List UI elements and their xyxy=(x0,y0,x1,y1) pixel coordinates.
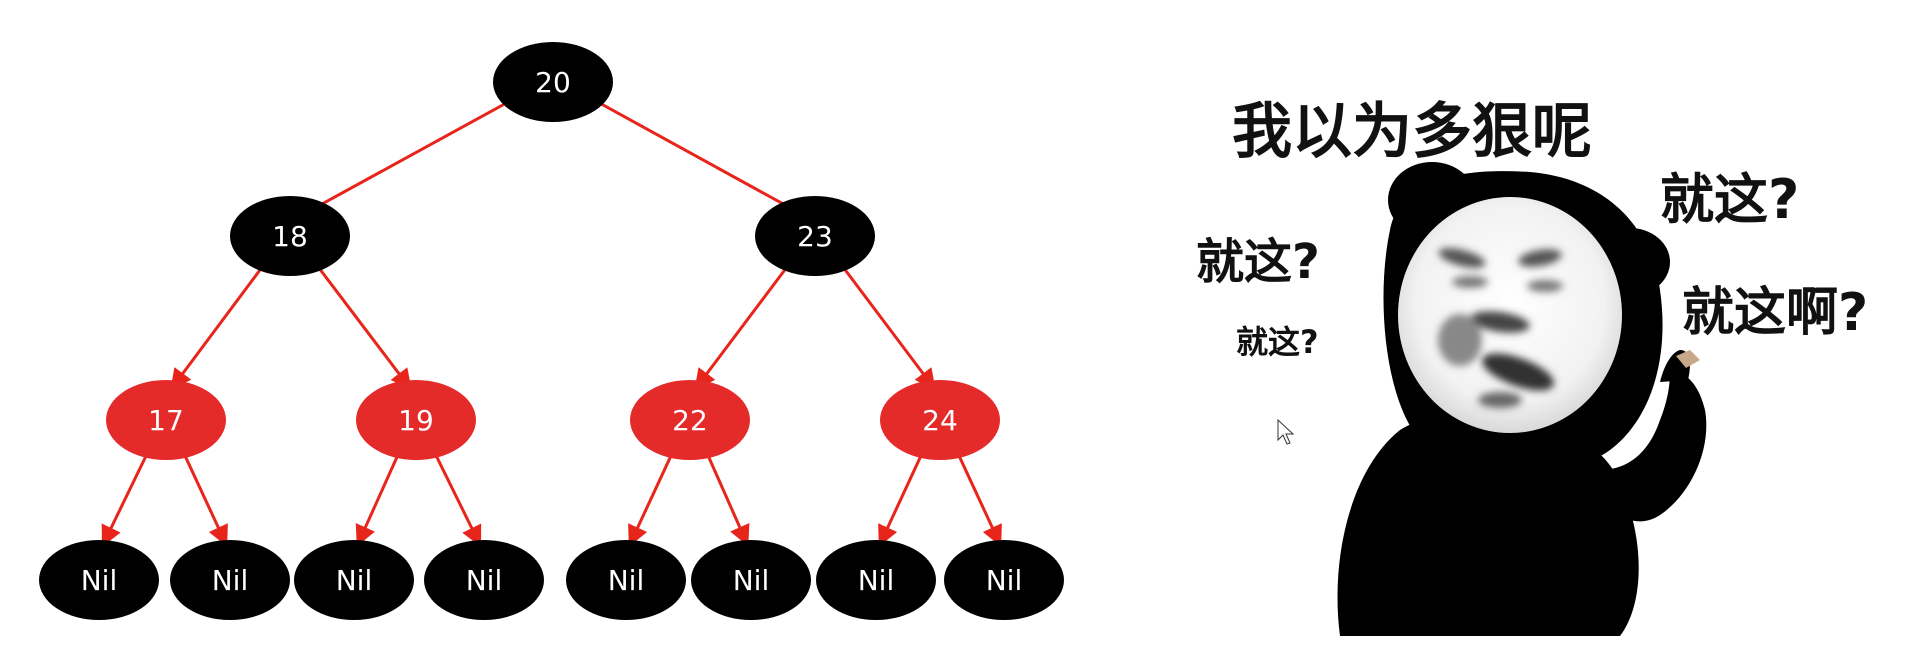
node-24-shape xyxy=(880,380,1000,460)
edge-24-nil-left xyxy=(878,450,925,547)
meme-title: 我以为多狠呢 xyxy=(1232,97,1592,167)
node-24: 24 xyxy=(880,380,1000,460)
node-nil-3: Nil xyxy=(294,540,414,620)
node-17-label: 17 xyxy=(148,404,184,437)
edge-22-nil-right xyxy=(705,451,750,547)
edge-19-nil-right xyxy=(432,450,482,547)
node-nil-6-label: Nil xyxy=(733,564,770,597)
node-18-shape xyxy=(230,196,350,276)
edge-19-nil-left xyxy=(355,451,401,547)
node-22-label: 22 xyxy=(672,404,708,437)
node-nil-8-shape xyxy=(944,540,1064,620)
node-nil-6-shape xyxy=(691,540,811,620)
node-nil-7-shape xyxy=(816,540,936,620)
node-20-label: 20 xyxy=(535,66,571,99)
edge-24-nil-right xyxy=(955,450,1002,547)
node-18-label: 18 xyxy=(272,220,308,253)
node-nil-7-label: Nil xyxy=(858,564,895,597)
meme-phrase-right: 就这啊? xyxy=(1682,283,1868,343)
node-nil-4-shape xyxy=(424,540,544,620)
node-19-label: 19 xyxy=(398,404,434,437)
node-18: 18 xyxy=(230,196,350,276)
edge-23-24 xyxy=(839,263,936,391)
node-nil-3-shape xyxy=(294,540,414,620)
edge-23-22 xyxy=(694,263,791,391)
node-nil-6: Nil xyxy=(691,540,811,620)
tree-edges xyxy=(101,97,1002,547)
node-nil-8: Nil xyxy=(944,540,1064,620)
edge-22-nil-left xyxy=(628,450,675,547)
meme-phrase-left: 就这? xyxy=(1196,234,1320,290)
node-nil-4-label: Nil xyxy=(466,564,503,597)
node-nil-7: Nil xyxy=(816,540,936,620)
node-17-shape xyxy=(106,380,226,460)
node-24-label: 24 xyxy=(922,404,958,437)
edge-20-18 xyxy=(296,97,515,219)
edge-17-nil-left xyxy=(101,450,150,547)
edge-17-nil-right xyxy=(181,450,228,547)
node-nil-2-shape xyxy=(170,540,290,620)
node-nil-3-label: Nil xyxy=(336,564,373,597)
edge-18-19 xyxy=(314,263,412,391)
node-nil-4: Nil xyxy=(424,540,544,620)
node-23-shape xyxy=(755,196,875,276)
node-20-shape xyxy=(493,42,613,122)
mouse-cursor-icon xyxy=(1277,418,1295,445)
meme-phrase-top-right: 就这? xyxy=(1660,168,1799,231)
panda-meme: 我以为多狠呢 就这? 就这? 就这? 就这啊? xyxy=(1196,97,1868,636)
node-nil-1: Nil xyxy=(39,540,159,620)
node-nil-8-label: Nil xyxy=(986,564,1023,597)
node-19-shape xyxy=(356,380,476,460)
node-17: 17 xyxy=(106,380,226,460)
node-22-shape xyxy=(630,380,750,460)
face-features xyxy=(1438,248,1563,408)
node-19: 19 xyxy=(356,380,476,460)
node-nil-5-shape xyxy=(566,540,686,620)
meme-phrase-left-small: 就这? xyxy=(1236,323,1319,361)
node-nil-2-label: Nil xyxy=(212,564,249,597)
edge-18-17 xyxy=(170,263,266,391)
node-23-label: 23 xyxy=(797,220,833,253)
node-nil-1-label: Nil xyxy=(81,564,118,597)
node-23: 23 xyxy=(755,196,875,276)
node-22: 22 xyxy=(630,380,750,460)
node-nil-5: Nil xyxy=(566,540,686,620)
edge-20-23 xyxy=(591,97,809,219)
node-nil-2: Nil xyxy=(170,540,290,620)
node-nil-5-label: Nil xyxy=(608,564,645,597)
node-20: 20 xyxy=(493,42,613,122)
panda-figure xyxy=(1337,162,1707,636)
node-nil-1-shape xyxy=(39,540,159,620)
